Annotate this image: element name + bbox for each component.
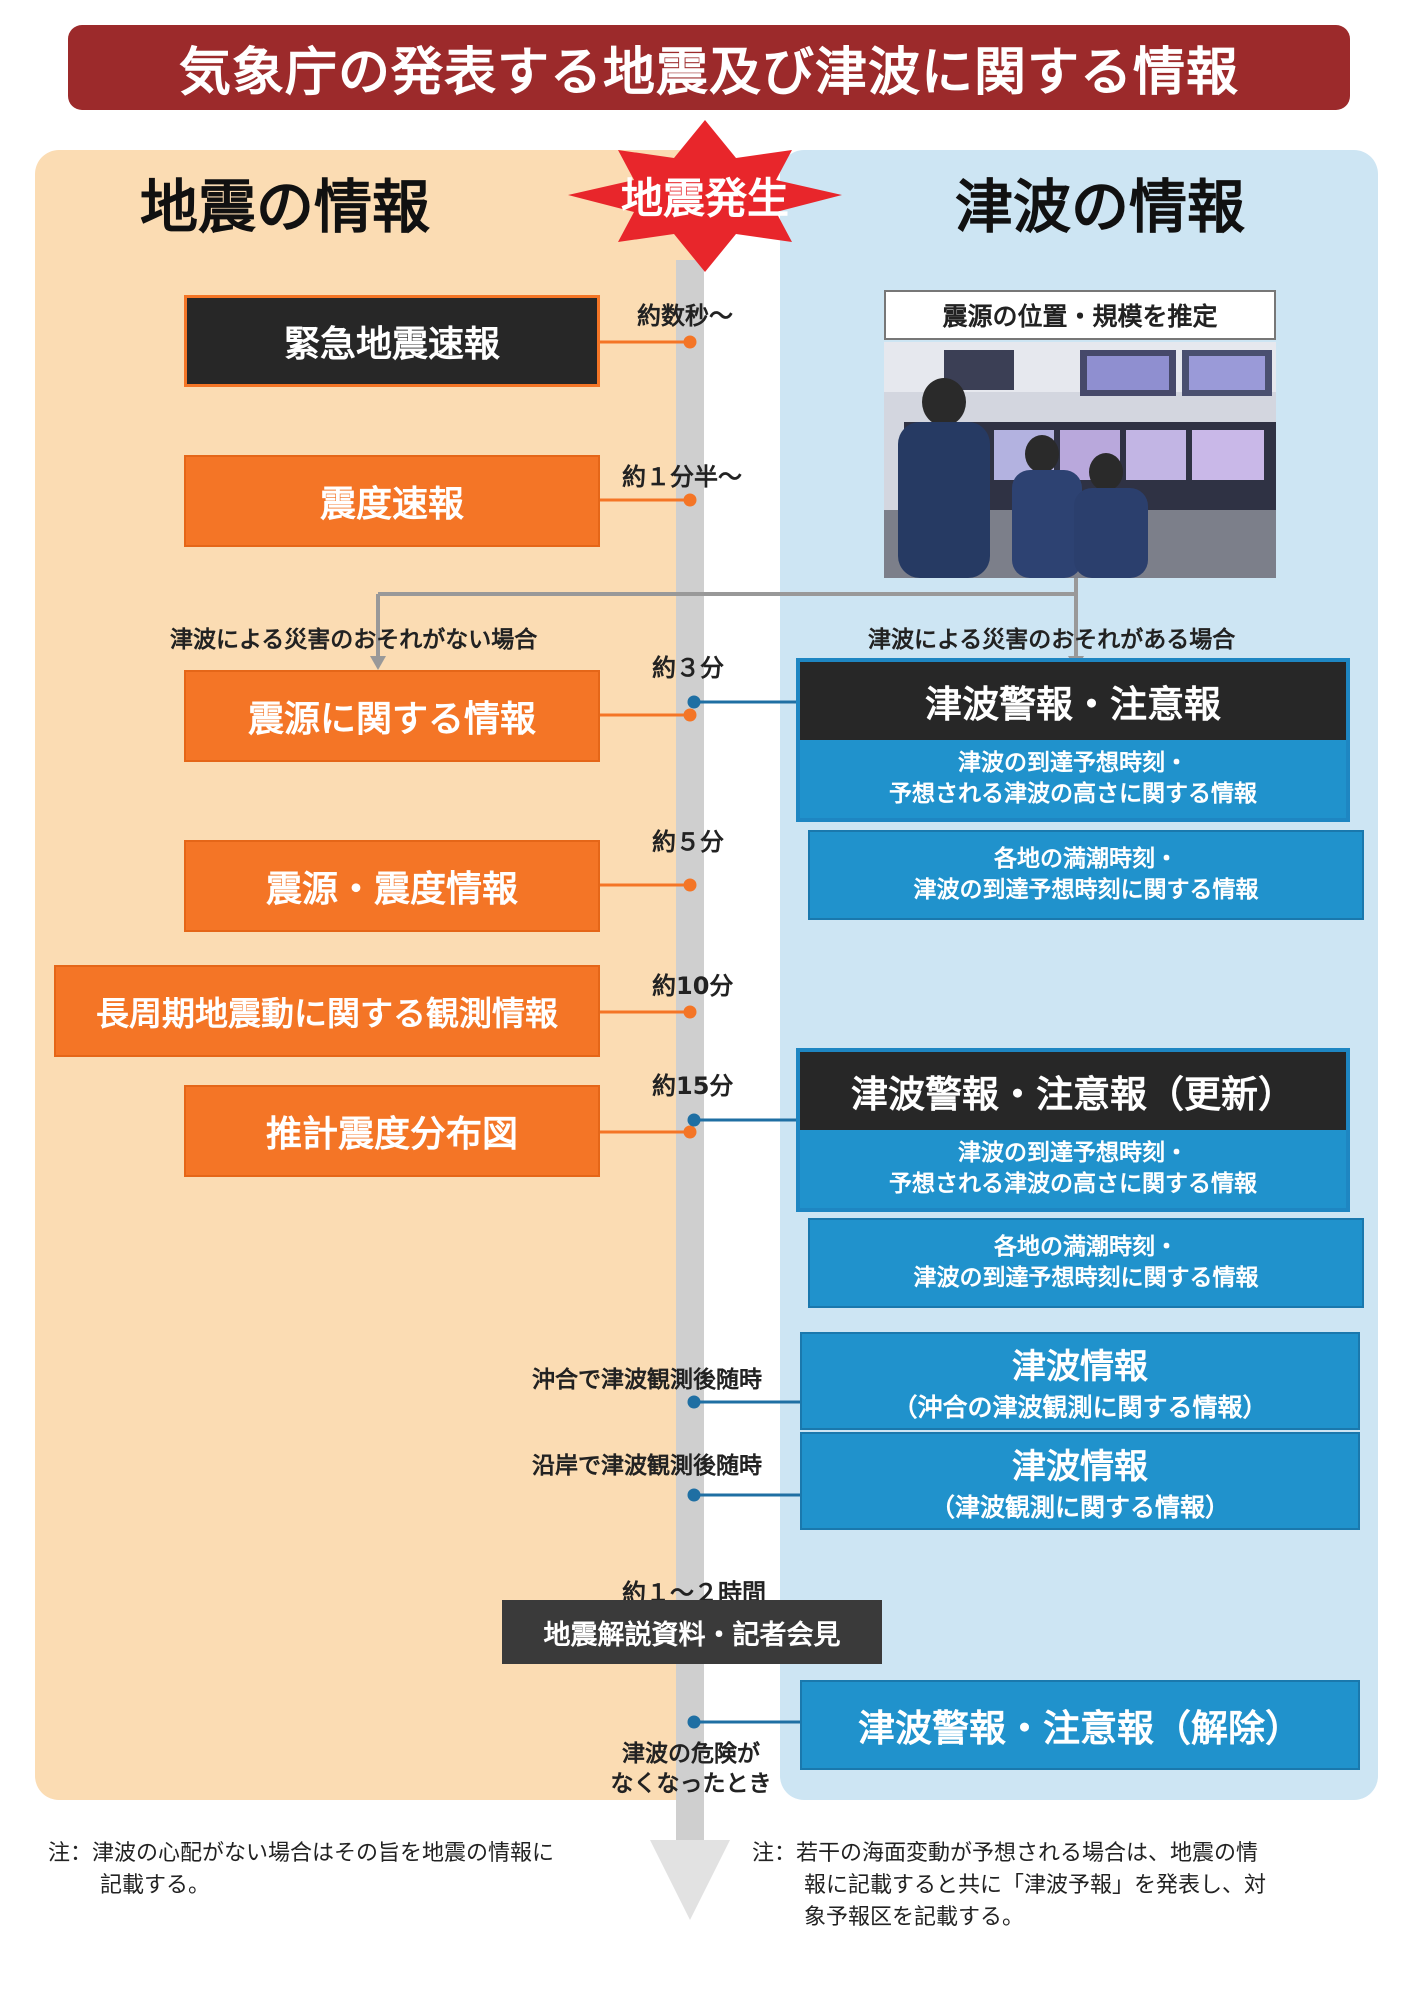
info-line: 津波の到達予想時刻・ [958, 749, 1188, 776]
estimated-intensity-map-box: 推計震度分布図 [184, 1085, 600, 1177]
hypocenter-estimation-label: 震源の位置・規模を推定 [884, 290, 1276, 340]
time-label: 約数秒〜 [637, 302, 733, 330]
coastal-tsunami-info-subtitle: （津波観測に関する情報） [929, 1492, 1230, 1522]
long-period-ground-motion-box: 長周期地震動に関する観測情報 [54, 965, 600, 1057]
tsunami-warning-update-heading: 津波警報・注意報（更新） [800, 1052, 1346, 1130]
timeline-arrow-head [650, 1840, 730, 1920]
eew-box: 緊急地震速報 [184, 295, 600, 387]
right-footnote: 注：若干の海面変動が予想される場合は、地震の情 報に記載すると共に「津波予報」を… [752, 1838, 1352, 1934]
danger-gone-trigger: 津波の危険が なくなったとき [606, 1740, 776, 1800]
note-line: 注：若干の海面変動が予想される場合は、地震の情 [752, 1841, 1259, 1866]
page-title: 気象庁の発表する地震及び津波に関する情報 [68, 25, 1350, 110]
hypocenter-intensity-info-box: 震源・震度情報 [184, 840, 600, 932]
timeline-bar [676, 260, 704, 1840]
info-line: 津波の到達予想時刻に関する情報 [913, 1265, 1259, 1291]
tsunami-arrival-height-info: 津波の到達予想時刻・ 予想される津波の高さに関する情報 [800, 1130, 1346, 1208]
earthquake-connectors [600, 335, 697, 1139]
tsunami-panel-heading: 津波の情報 [954, 173, 1245, 241]
offshore-observation-trigger: 沖合で津波観測後随時 [532, 1367, 762, 1393]
info-line: 予想される津波の高さに関する情報 [889, 781, 1257, 807]
info-line: 津波の到達予想時刻・ [958, 1139, 1188, 1166]
earthquake-occurrence-label: 地震発生 [620, 173, 789, 223]
trigger-line: 津波の危険が [622, 1741, 760, 1767]
tsunami-warning-cancel-box: 津波警報・注意報（解除） [800, 1680, 1360, 1770]
tsunami-warning-update-group: 津波警報・注意報（更新） 津波の到達予想時刻・ 予想される津波の高さに関する情報 [796, 1048, 1350, 1212]
offshore-tsunami-info-title: 津波情報 [1012, 1346, 1148, 1387]
left-footnote: 注：津波の心配がない場合はその旨を地震の情報に 記載する。 [48, 1838, 648, 1902]
press-conference-box: 地震解説資料・記者会見 [502, 1600, 882, 1664]
coastal-tsunami-info-box: 津波情報 （津波観測に関する情報） [800, 1432, 1360, 1530]
info-line: 予想される津波の高さに関する情報 [889, 1171, 1257, 1197]
info-line: 各地の満潮時刻・ [994, 1233, 1178, 1260]
tsunami-warning-heading: 津波警報・注意報 [800, 662, 1346, 740]
offshore-tsunami-info-box: 津波情報 （沖合の津波観測に関する情報） [800, 1332, 1360, 1430]
note-line: 記載する。 [100, 1872, 211, 1898]
time-label: 約10分 [652, 972, 734, 1000]
note-line: 報に記載すると共に「津波予報」を発表し、対 [804, 1872, 1267, 1898]
trigger-line: なくなったとき [610, 1770, 772, 1797]
coastal-observation-trigger: 沿岸で津波観測後随時 [532, 1453, 762, 1479]
note-line: 注：津波の心配がない場合はその旨を地震の情報に [48, 1841, 555, 1866]
no-tsunami-risk-label: 津波による災害のおそれがない場合 [170, 627, 538, 653]
time-label: 約１分半〜 [622, 463, 742, 491]
tsunami-risk-label: 津波による災害のおそれがある場合 [868, 627, 1236, 653]
branch-connector [376, 578, 1078, 658]
time-label: 約５分 [652, 828, 724, 856]
offshore-tsunami-info-subtitle: （沖合の津波観測に関する情報） [892, 1392, 1268, 1422]
earthquake-panel-heading: 地震の情報 [139, 173, 430, 241]
tsunami-connectors [687, 695, 800, 1729]
note-line: 象予報区を記載する。 [804, 1904, 1025, 1930]
earthquake-burst-icon [568, 120, 842, 272]
info-line: 津波の到達予想時刻に関する情報 [913, 877, 1259, 903]
tsunami-arrival-height-info: 津波の到達予想時刻・ 予想される津波の高さに関する情報 [800, 740, 1346, 818]
seismic-intensity-flash-box: 震度速報 [184, 455, 600, 547]
high-tide-arrival-info-box: 各地の満潮時刻・ 津波の到達予想時刻に関する情報 [808, 830, 1364, 920]
info-line: 各地の満潮時刻・ [994, 845, 1178, 872]
high-tide-arrival-info-box: 各地の満潮時刻・ 津波の到達予想時刻に関する情報 [808, 1218, 1364, 1308]
operations-room-photo [884, 342, 1276, 578]
coastal-tsunami-info-title: 津波情報 [1012, 1446, 1148, 1487]
time-label: 約３分 [652, 654, 724, 682]
tsunami-warning-group: 津波警報・注意報 津波の到達予想時刻・ 予想される津波の高さに関する情報 [796, 658, 1350, 822]
time-label: 約15分 [652, 1072, 734, 1100]
hypocenter-info-box: 震源に関する情報 [184, 670, 600, 762]
